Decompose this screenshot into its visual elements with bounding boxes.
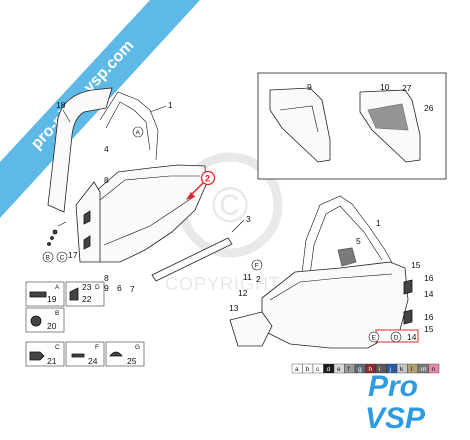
right-label-13: 13 — [229, 303, 239, 313]
table-num-19: 19 — [47, 294, 57, 304]
trim-strip — [151, 237, 233, 282]
right-label-16-upper: 16 — [424, 273, 434, 283]
label-1: 1 — [168, 100, 173, 110]
table-num-25: 25 — [127, 356, 137, 366]
color-letter: f — [348, 366, 350, 373]
watermark-symbol: © — [212, 177, 249, 233]
right-label-15-lower: 15 — [424, 324, 434, 334]
door-seal — [47, 87, 113, 213]
screw-icon — [71, 353, 85, 358]
right-label-15-upper: 15 — [411, 260, 421, 270]
label-8-lower: 8 — [104, 273, 109, 283]
right-label-f: F — [255, 263, 259, 270]
rivet-icon — [29, 351, 45, 361]
right-callouts: 1 5 11 F 2 12 13 15 16 14 16 15 E D 14 — [229, 218, 434, 343]
table-num-20: 20 — [47, 321, 57, 331]
right-door-assembly — [229, 195, 419, 349]
armrest-pocket — [229, 311, 273, 347]
color-letter: i — [379, 366, 380, 373]
color-swatch — [344, 363, 356, 374]
color-letter: n — [432, 366, 436, 373]
label-4: 4 — [104, 144, 109, 154]
right-label-e: E — [372, 335, 377, 342]
table-letter-f: F — [95, 344, 99, 351]
table-num-22: 22 — [82, 294, 92, 304]
logo-line-2: VSP — [365, 402, 426, 435]
copyright-watermark: © COPYRIGHT — [165, 152, 283, 294]
logo-line-1: Pro — [368, 370, 418, 403]
watermark-text: COPYRIGHT — [165, 274, 281, 294]
label-3: 3 — [246, 214, 251, 224]
label-9: 9 — [104, 283, 109, 293]
clip-icon — [69, 287, 79, 301]
right-label-14-upper: 14 — [424, 289, 434, 299]
color-letter: e — [337, 366, 341, 373]
nut-icon — [30, 315, 42, 327]
trim-panel-inset: 9 10 27 26 — [257, 72, 447, 180]
color-letter: b — [306, 366, 310, 373]
color-letter: h — [369, 366, 373, 373]
bolt-icon — [29, 291, 47, 298]
fastener-parts-table: A 19 D 23 22 B 20 C 21 F 24 G 25 — [25, 281, 145, 367]
door-panel — [94, 164, 207, 263]
color-letter: j — [389, 366, 391, 373]
inset-panel-left — [269, 87, 331, 163]
table-num-21: 21 — [47, 356, 57, 366]
right-label-d: D — [394, 335, 399, 342]
color-letter: l — [411, 366, 413, 373]
label-17: 17 — [68, 250, 78, 260]
table-letter-c: C — [55, 344, 60, 351]
label-6: 6 — [117, 283, 122, 293]
right-label-1: 1 — [376, 218, 381, 228]
label-7: 7 — [130, 284, 135, 294]
table-letter-g: G — [135, 344, 140, 351]
table-letter-d: D — [95, 284, 100, 291]
color-letter: c — [316, 366, 320, 373]
color-letter: d — [327, 366, 331, 373]
label-a: A — [136, 130, 141, 137]
inset-label-9: 9 — [307, 82, 312, 92]
callout-number: 2 — [205, 174, 210, 184]
right-label-16-lower: 16 — [424, 312, 434, 322]
window-frame — [99, 91, 159, 161]
inset-label-10: 10 — [380, 82, 390, 92]
color-swatch — [428, 363, 440, 374]
label-b: B — [46, 255, 50, 262]
table-num-23: 23 — [82, 282, 92, 292]
label-c: C — [60, 255, 65, 262]
cap-icon — [109, 351, 123, 357]
right-label-12: 12 — [238, 288, 248, 298]
label-18: 18 — [56, 100, 66, 110]
right-label-14-lower: 14 — [407, 332, 417, 342]
table-letter-a: A — [55, 284, 60, 291]
left-door-assembly — [47, 87, 233, 282]
provsp-logo: Pro VSP — [365, 370, 426, 435]
color-letter: a — [295, 366, 299, 373]
right-label-5: 5 — [356, 236, 361, 246]
table-num-24: 24 — [88, 356, 98, 366]
inset-label-26: 26 — [424, 103, 434, 113]
right-label-11: 11 — [243, 272, 252, 282]
table-letter-b: B — [55, 310, 59, 317]
right-label-2: 2 — [256, 274, 261, 284]
label-8-upper: 8 — [104, 175, 109, 185]
left-callouts: 18 1 A 4 8 6 7 8 9 17 B C 3 — [42, 100, 251, 294]
inset-label-27: 27 — [402, 83, 412, 93]
color-letter: m — [421, 366, 426, 373]
color-letter: g — [358, 366, 362, 373]
color-letter: k — [400, 366, 404, 373]
highlight-callout: 2 — [186, 170, 216, 200]
